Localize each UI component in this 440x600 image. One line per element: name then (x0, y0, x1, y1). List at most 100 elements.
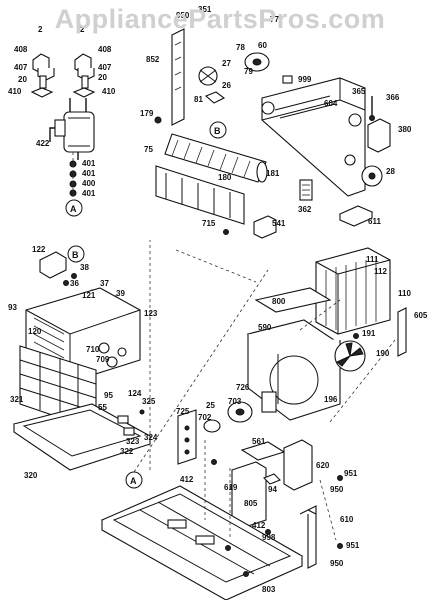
part-label: 803 (262, 585, 276, 594)
part-label: 110 (398, 289, 411, 298)
part-label: 950 (330, 485, 344, 494)
part-label: 709 (96, 355, 110, 364)
part-label: 351 (198, 5, 212, 14)
part-label: 27 (222, 59, 231, 68)
part-label: 366 (386, 93, 400, 102)
part-labels: 950 351 77 852 78 60 27 79 26 81 999 604… (8, 5, 428, 594)
part-label: 412 (180, 475, 194, 484)
part-label: 951 (344, 469, 358, 478)
callout-b-left: B (72, 250, 79, 260)
part-label: 619 (224, 483, 238, 492)
part-label: 407 (98, 63, 112, 72)
part-label: 79 (244, 67, 253, 76)
part-label: 805 (244, 499, 258, 508)
part-label: 999 (298, 75, 312, 84)
part-label: 611 (368, 217, 381, 226)
callout-a-top: A (70, 204, 77, 214)
part-label: 94 (268, 485, 277, 494)
part-label: 950 (176, 11, 190, 20)
part-label: 112 (374, 267, 387, 276)
part-label: 951 (346, 541, 360, 550)
part-label: 408 (98, 45, 112, 54)
valve-assembly: A (30, 53, 96, 217)
part-label: 408 (14, 45, 28, 54)
part-label: 400 (82, 179, 96, 188)
part-label: 325 (142, 397, 156, 406)
part-label: 179 (140, 109, 154, 118)
partition-panels (231, 439, 343, 569)
blower-wheel (154, 116, 268, 183)
callout-b-top: B (214, 126, 221, 136)
evaporator-coil (315, 247, 407, 357)
callout-mid: 2 (80, 25, 85, 34)
part-label: 380 (398, 125, 412, 134)
upper-housing: B (171, 28, 391, 239)
part-label: 605 (414, 311, 428, 320)
part-label: 124 (128, 389, 142, 398)
part-label: 111 (366, 255, 379, 264)
part-label: 190 (376, 349, 390, 358)
part-label: 55 (98, 403, 107, 412)
part-label: 75 (144, 145, 153, 154)
part-label: 38 (80, 263, 89, 272)
part-label: 401 (82, 189, 96, 198)
part-label: 120 (28, 327, 42, 336)
part-label: 410 (8, 87, 22, 96)
part-label: 725 (176, 407, 190, 416)
callout-a-bottom: A (130, 476, 137, 486)
part-label: 180 (218, 173, 232, 182)
part-label: 407 (14, 63, 28, 72)
part-label: 122 (32, 245, 46, 254)
part-label: 401 (82, 159, 96, 168)
part-label: 60 (258, 41, 267, 50)
part-label: 20 (98, 73, 107, 82)
part-label: 77 (270, 15, 279, 24)
base-pan (12, 403, 152, 471)
part-label: 123 (144, 309, 158, 318)
part-label: 726 (236, 383, 250, 392)
part-label: 322 (120, 447, 134, 456)
leader-lines (133, 240, 396, 540)
part-label: 196 (324, 395, 338, 404)
part-label: 715 (202, 219, 216, 228)
part-label: 323 (126, 437, 140, 446)
part-label: 604 (324, 99, 338, 108)
part-label: 852 (146, 55, 160, 64)
part-label: 95 (104, 391, 113, 400)
part-label: 36 (70, 279, 79, 288)
part-label: 998 (262, 533, 276, 542)
part-label: 78 (236, 43, 245, 52)
part-label: 28 (386, 167, 395, 176)
part-label: 610 (340, 515, 354, 524)
part-label: 590 (258, 323, 272, 332)
part-label: 324 (144, 433, 158, 442)
part-label: 541 (272, 219, 286, 228)
part-label: 37 (100, 279, 109, 288)
part-label: 320 (24, 471, 38, 480)
fan-shroud (177, 287, 366, 465)
part-label: 422 (36, 139, 50, 148)
part-label: 702 (198, 413, 212, 422)
callout-mid: 2 (38, 25, 43, 34)
control-panel: B (19, 245, 141, 431)
part-label: 410 (102, 87, 116, 96)
part-label: 561 (252, 437, 266, 446)
part-label: 800 (272, 297, 286, 306)
base-chassis: A (100, 471, 304, 600)
part-label: 710 (86, 345, 100, 354)
part-label: 26 (222, 81, 231, 90)
part-label: 703 (228, 397, 242, 406)
part-label: 20 (18, 75, 27, 84)
part-label: 401 (82, 169, 96, 178)
part-label: 25 (206, 401, 215, 410)
part-label: 950 (330, 559, 344, 568)
part-label: 81 (194, 95, 203, 104)
part-label: 181 (266, 169, 280, 178)
part-label: 412 (252, 521, 266, 530)
part-label: 362 (298, 205, 312, 214)
part-label: 39 (116, 289, 125, 298)
part-label: 365 (352, 87, 366, 96)
part-label: 191 (362, 329, 376, 338)
part-label: 321 (10, 395, 24, 404)
